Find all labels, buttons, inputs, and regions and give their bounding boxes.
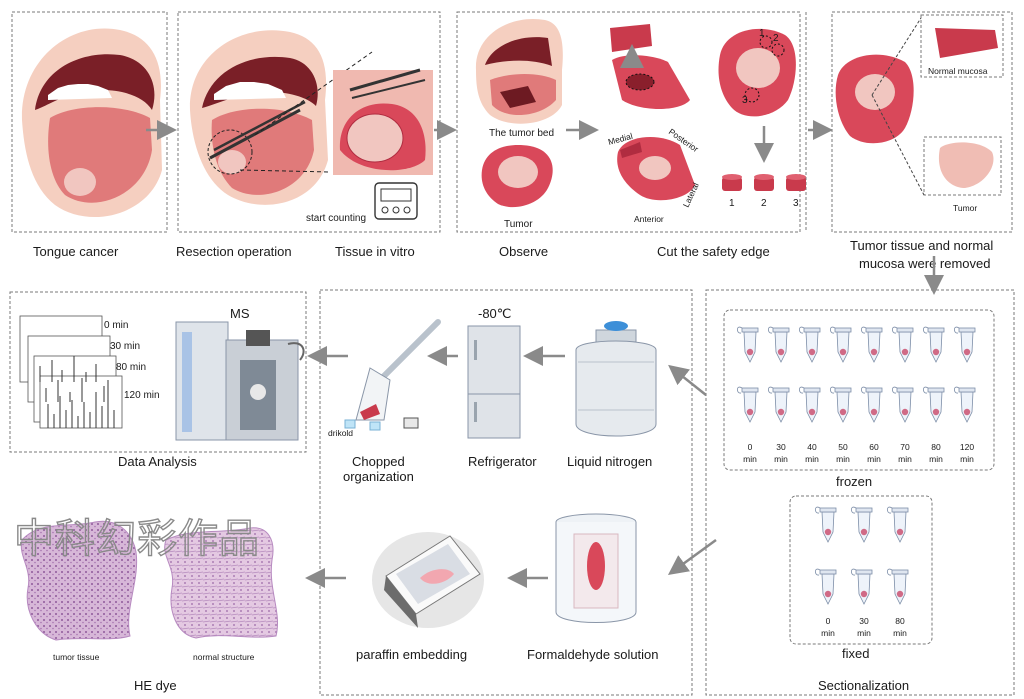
refrigerator-illustration [467, 325, 521, 439]
caption-resection: Resection operation [176, 244, 292, 259]
normal-mucosa-piece [935, 28, 998, 58]
tumor-label: Tumor [504, 219, 533, 230]
ms-trace-0: 0 min [104, 320, 128, 331]
margin-number-2: 2 [773, 33, 779, 44]
caption-tongue-cancer: Tongue cancer [33, 244, 119, 259]
ms-trace-80: 80 min [116, 362, 146, 373]
fixed-time-unit: min [857, 628, 871, 638]
tumor-specimen [481, 145, 553, 208]
fixed-time-unit: min [893, 628, 907, 638]
caption-observe: Observe [499, 244, 548, 259]
caption-removed-1: Tumor tissue and normal [850, 238, 993, 253]
cut-pieces [610, 24, 690, 109]
frozen-time-50: 50 [838, 442, 848, 452]
normal-mucosa-label: Normal mucosa [928, 66, 988, 76]
removed-specimen [835, 17, 925, 196]
fixed-time-0: 0 [826, 616, 831, 626]
frozen-time-40: 40 [807, 442, 817, 452]
flow-arrows [146, 120, 944, 588]
sample-number-2: 2 [761, 198, 767, 209]
margin-number-1: 1 [759, 28, 765, 39]
caption-tissue-in-vitro: Tissue in vitro [335, 244, 415, 259]
caption-removed-2: mucosa were removed [859, 256, 991, 271]
frozen-time-unit: min [774, 454, 788, 464]
frame-sectionalization [705, 289, 1015, 696]
fixed-time-30: 30 [859, 616, 869, 626]
caption-chopped-2: organization [343, 469, 414, 484]
caption-refrigerator: Refrigerator [468, 454, 537, 469]
paraffin-cassette [372, 532, 484, 628]
frozen-time-unit: min [805, 454, 819, 464]
caption-he-dye: HE dye [134, 678, 177, 693]
frozen-time-70: 70 [900, 442, 910, 452]
formaldehyde-jar [555, 513, 637, 623]
timer-icon [374, 182, 418, 220]
tumor-right-label: Tumor [953, 203, 977, 213]
fixed-time-80: 80 [895, 616, 905, 626]
caption-data-analysis: Data Analysis [118, 454, 197, 469]
drikold-label: drikold [328, 428, 353, 438]
mass-spectrometer [175, 321, 305, 441]
sample-number-3: 3 [793, 198, 799, 209]
frame-fixed [789, 495, 933, 645]
frozen-time-0: 0 [748, 442, 753, 452]
margin-specimen [718, 28, 796, 117]
frozen-tubes: 0 min 30 min 40 min 50 min 60 min 70 min 80 min 120 min [736, 326, 976, 464]
frozen-time-unit: min [867, 454, 881, 464]
start-counting-label: start counting [306, 213, 366, 224]
watermark-text: 中科幻彩作品 [14, 517, 260, 561]
margin-samples [722, 174, 806, 191]
tumor-bed-illustration [475, 18, 563, 124]
ms-trace-120: 120 min [124, 390, 160, 401]
chopping-illustration [344, 319, 441, 431]
frozen-time-unit: min [898, 454, 912, 464]
frozen-time-unit: min [743, 454, 757, 464]
frame-frozen [723, 309, 995, 471]
liquid-nitrogen-tank [575, 321, 657, 437]
caption-frozen: frozen [836, 474, 872, 489]
anterior-label: Anterior [634, 214, 664, 224]
caption-sectionalization: Sectionalization [818, 678, 909, 693]
tumor-spot [64, 168, 96, 196]
frame-tumor-crop [923, 136, 1002, 196]
fixed-time-unit: min [821, 628, 835, 638]
frame-data-analysis [9, 291, 307, 453]
mouth-illustration-1 [21, 28, 163, 218]
frozen-time-120: 120 [960, 442, 974, 452]
frozen-time-unit: min [960, 454, 974, 464]
tumor-tissue-label: tumor tissue [53, 652, 100, 662]
tumor-bed-label: The tumor bed [489, 128, 554, 139]
ms-label: MS [230, 306, 250, 321]
sample-number-1: 1 [729, 198, 735, 209]
caption-chopped-1: Chopped [352, 454, 405, 469]
frame-observe [456, 11, 801, 233]
mouth-illustration-2 [189, 30, 373, 205]
ms-trace-30: 30 min [110, 341, 140, 352]
minus80-label: -80℃ [478, 306, 511, 321]
frozen-time-unit: min [929, 454, 943, 464]
he-normal-section [164, 527, 279, 639]
ms-spectra [19, 315, 123, 429]
caption-cut-safety-edge: Cut the safety edge [657, 244, 770, 259]
orientation-specimen [617, 136, 695, 201]
frozen-time-unit: min [836, 454, 850, 464]
he-tumor-section [20, 520, 138, 641]
tissue-in-vitro-zoom [333, 68, 433, 175]
zoom-circle [207, 129, 253, 175]
caption-paraffin: paraffin embedding [356, 647, 467, 662]
caption-formaldehyde: Formaldehyde solution [527, 647, 659, 662]
frozen-time-80: 80 [931, 442, 941, 452]
frozen-time-60: 60 [869, 442, 879, 452]
tumor-piece [938, 142, 994, 188]
margin-number-3: 3 [742, 95, 748, 106]
normal-structure-label: normal structure [193, 652, 255, 662]
frozen-time-30: 30 [776, 442, 786, 452]
fixed-tubes: 0 min 30 min 80 min [814, 506, 909, 638]
frame-processing [319, 289, 693, 696]
frame-normal-mucosa [920, 14, 1004, 78]
caption-fixed: fixed [842, 646, 869, 661]
caption-liquid-nitrogen: Liquid nitrogen [567, 454, 652, 469]
